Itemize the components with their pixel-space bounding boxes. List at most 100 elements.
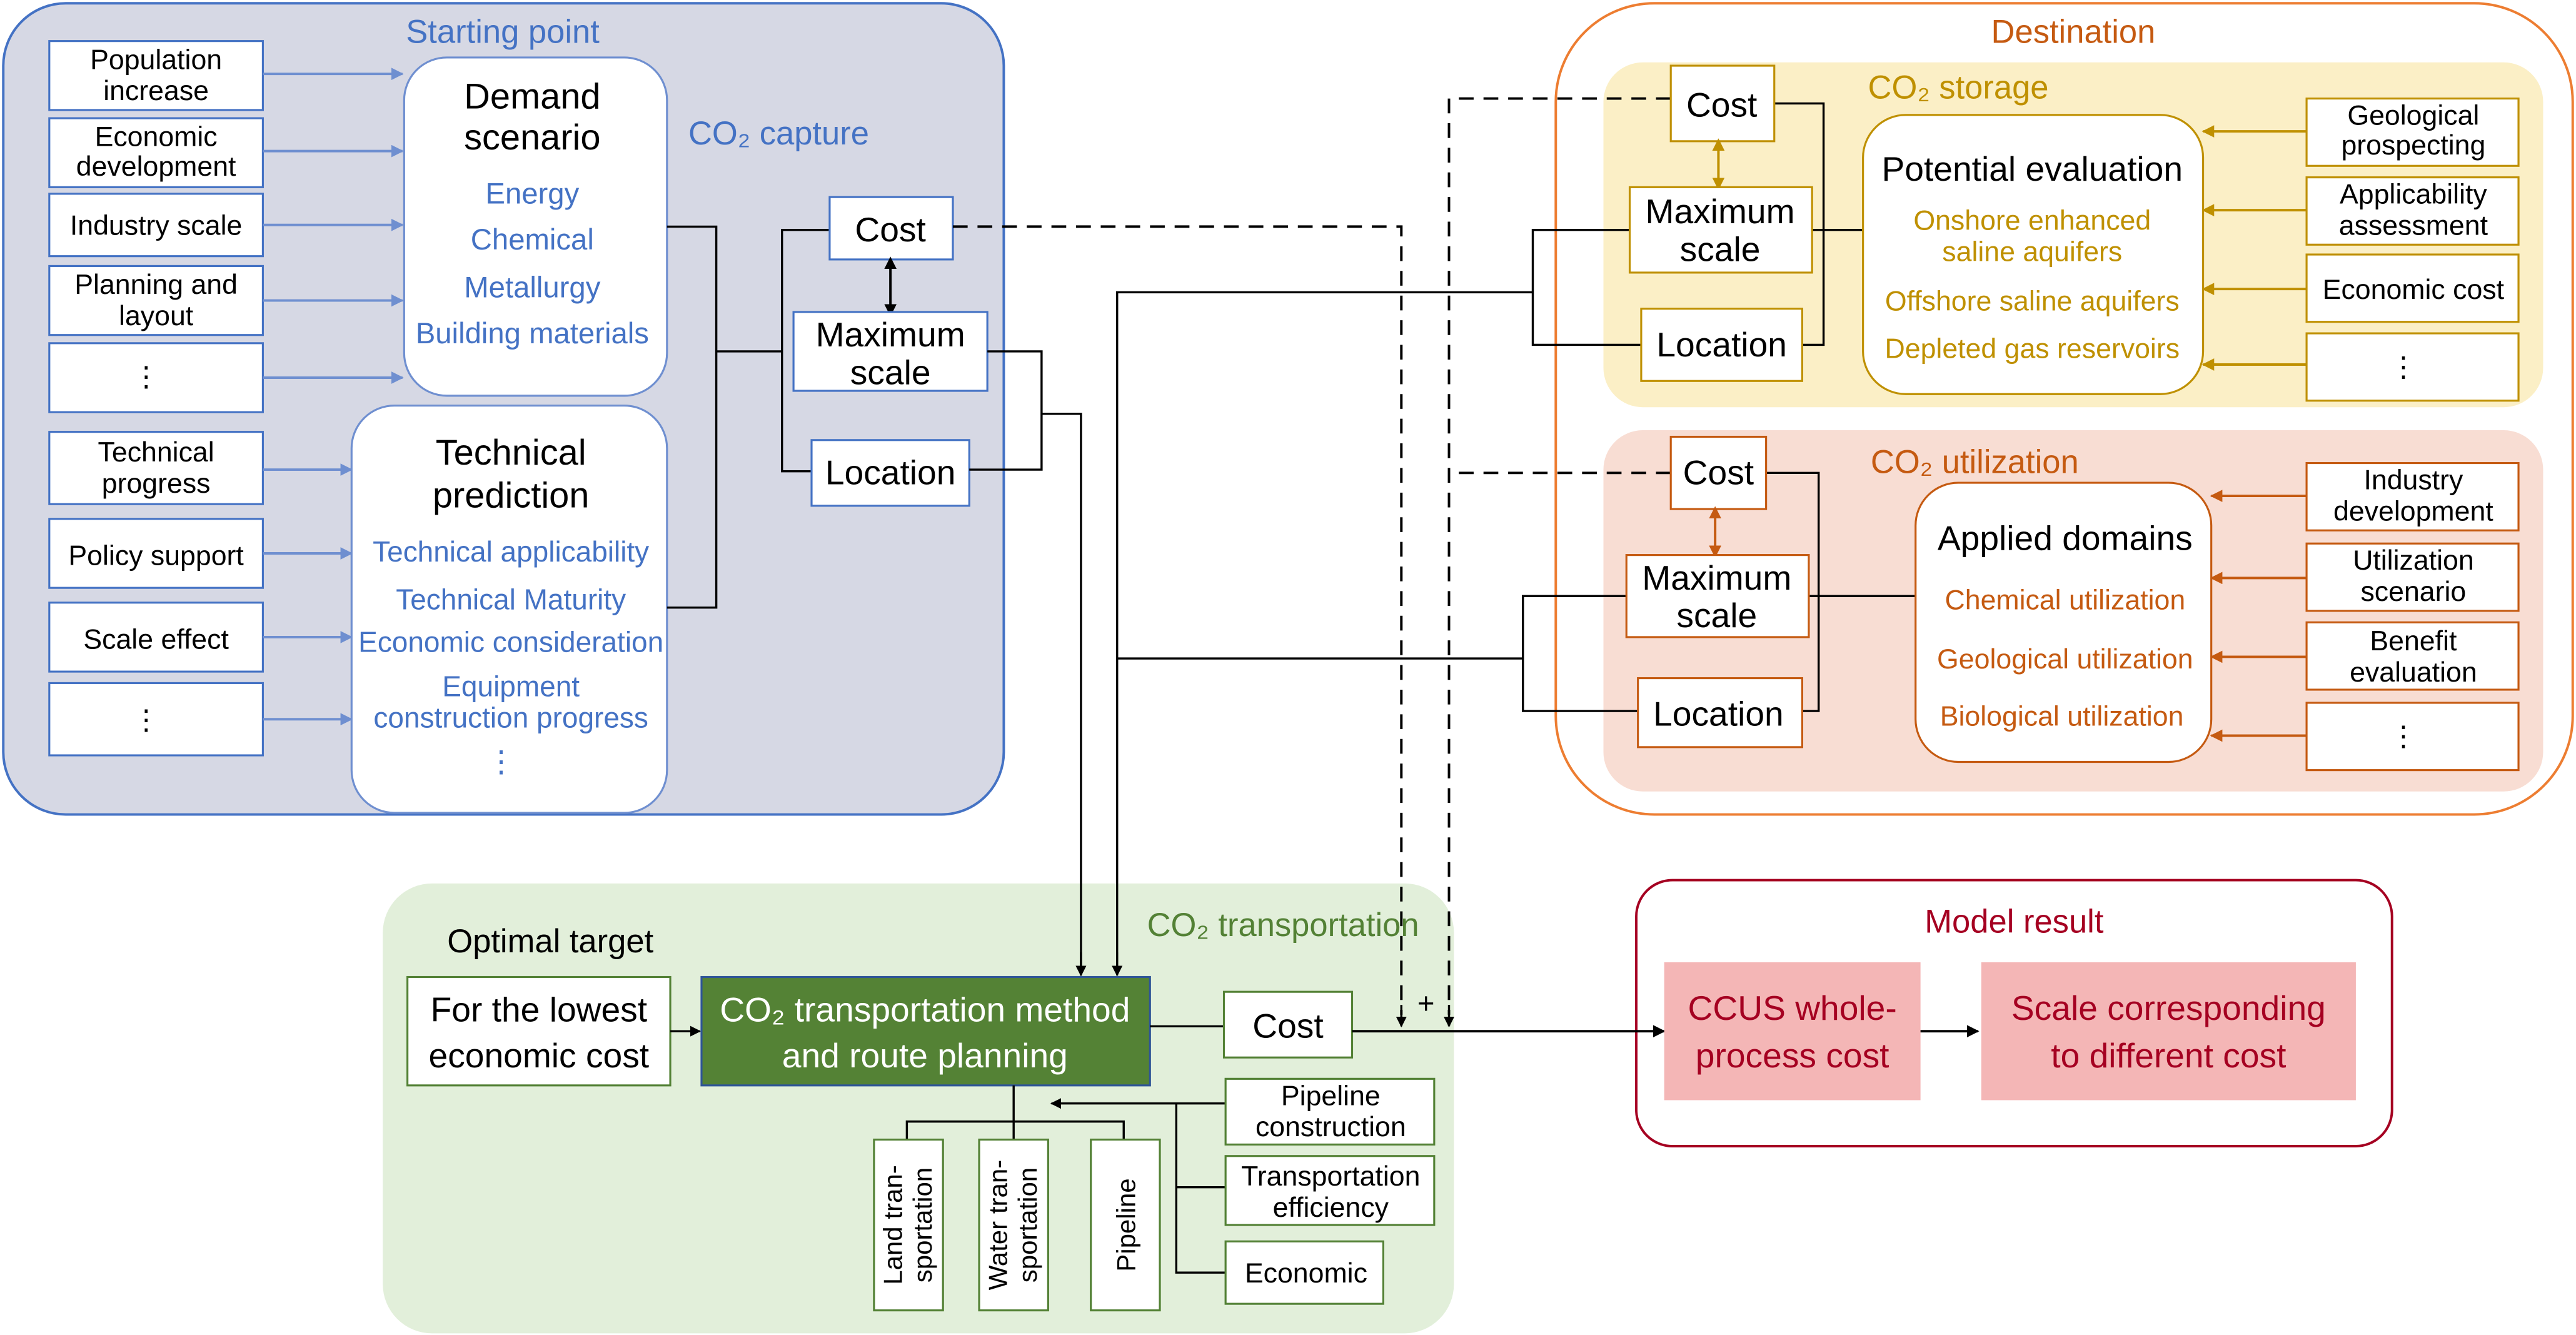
whole-process-cost-label: CCUS whole-process cost (1688, 989, 1897, 1075)
demand-inputs (48, 40, 264, 413)
capture-scale-box (792, 311, 989, 392)
mode-water: Water tran-sportation (984, 1160, 1042, 1291)
storage-input-3: Economic cost (2323, 275, 2505, 305)
mode-land: Land tran-sportation (878, 1165, 937, 1284)
utilization-input-4: ⋮ (2390, 721, 2418, 752)
storage-eval-item-3: Depleted gas reservoirs (1884, 333, 2180, 364)
storage-scale-box (1628, 186, 1813, 274)
transport-cost-box (1222, 990, 1354, 1059)
scale-cost-box (1981, 962, 2356, 1101)
storage-inputs (2305, 97, 2520, 402)
mode-connectors (905, 1085, 1125, 1140)
model-result-title: Model result (1924, 904, 2104, 940)
demand-input-arrows (263, 68, 404, 384)
storage-location-label: Location (1656, 325, 1787, 364)
demand-input-3: Industry scale (70, 211, 242, 241)
utilization-input-arrows (2210, 490, 2307, 742)
utilization-inputs (2305, 461, 2520, 772)
utilization-scale-box (1625, 554, 1810, 638)
demand-item-building: Building materials (416, 317, 649, 350)
co2-transportation-title: CO₂ transportation (1147, 907, 1419, 944)
transport-cost-label: Cost (1252, 1007, 1323, 1045)
starting-point-title: Starting point (406, 13, 600, 50)
utilization-connectors (1522, 471, 1916, 712)
storage-cost-label: Cost (1686, 85, 1757, 124)
optimal-target-label: Optimal target (447, 923, 653, 960)
cost-dashed-lines (952, 97, 1671, 1015)
tech-input-arrows (263, 463, 353, 726)
destination-title: Destination (1991, 13, 2156, 50)
destination-to-transport-lines (1116, 291, 1533, 966)
mode-pipeline: Pipeline (1112, 1178, 1141, 1271)
storage-cost-box (1669, 64, 1776, 143)
storage-connectors (1531, 102, 1863, 346)
factor-boxes (1224, 1077, 1436, 1305)
tech-input-3: Scale effect (83, 624, 229, 655)
plus-sign: + (1417, 987, 1435, 1020)
storage-location-box (1640, 308, 1803, 382)
domain-item-biological: Biological utilization (1940, 702, 2184, 732)
utilization-location-label: Location (1653, 695, 1784, 733)
utilization-cost-label: Cost (1683, 453, 1754, 492)
tech-item-maturity: Technical Maturity (396, 583, 626, 615)
storage-eval-item-2: Offshore saline aquifers (1885, 286, 2180, 316)
co2-capture-label: CO₂ capture (688, 115, 869, 152)
co2-utilization-title: CO₂ utilization (1871, 443, 2079, 480)
applied-domains-title: Applied domains (1938, 519, 2193, 558)
tech-inputs (48, 431, 264, 757)
tech-item-applicability: Technical applicability (373, 535, 649, 568)
applied-domains-box (1914, 481, 2213, 763)
capture-cost-box (828, 196, 954, 261)
capture-connectors (667, 225, 830, 609)
demand-item-energy: Energy (485, 178, 579, 211)
demand-input-5: ⋮ (133, 361, 161, 392)
tech-input-2: Policy support (68, 540, 244, 571)
capture-cost-label: Cost (855, 210, 925, 249)
mode-boxes (873, 1138, 1161, 1312)
transport-method-box (700, 975, 1151, 1087)
factor-economic: Economic (1245, 1258, 1367, 1289)
co2-storage-title: CO₂ storage (1868, 69, 2049, 106)
whole-process-cost-box (1664, 962, 1921, 1101)
capture-location-label: Location (825, 453, 956, 492)
tech-item-more: ⋮ (486, 745, 516, 778)
utilization-location-box (1637, 677, 1803, 748)
capture-location-box (810, 439, 970, 507)
storage-input-arrows (2201, 125, 2307, 371)
technical-prediction-box (350, 405, 668, 814)
tech-item-economic: Economic consideration (358, 626, 663, 658)
factor-connectors (1175, 1102, 1226, 1274)
domain-item-chemical: Chemical utilization (1945, 585, 2185, 615)
capture-to-transport-lines (969, 350, 1082, 966)
lowest-cost-box (406, 975, 672, 1087)
potential-evaluation-box (1862, 114, 2205, 395)
potential-evaluation-title: Potential evaluation (1881, 149, 2183, 188)
demand-item-metallurgy: Metallurgy (464, 271, 600, 304)
storage-input-4: ⋮ (2390, 351, 2418, 382)
tech-input-4: ⋮ (133, 705, 161, 735)
demand-item-chemical: Chemical (471, 223, 594, 256)
domain-item-geological: Geological utilization (1937, 644, 2193, 675)
